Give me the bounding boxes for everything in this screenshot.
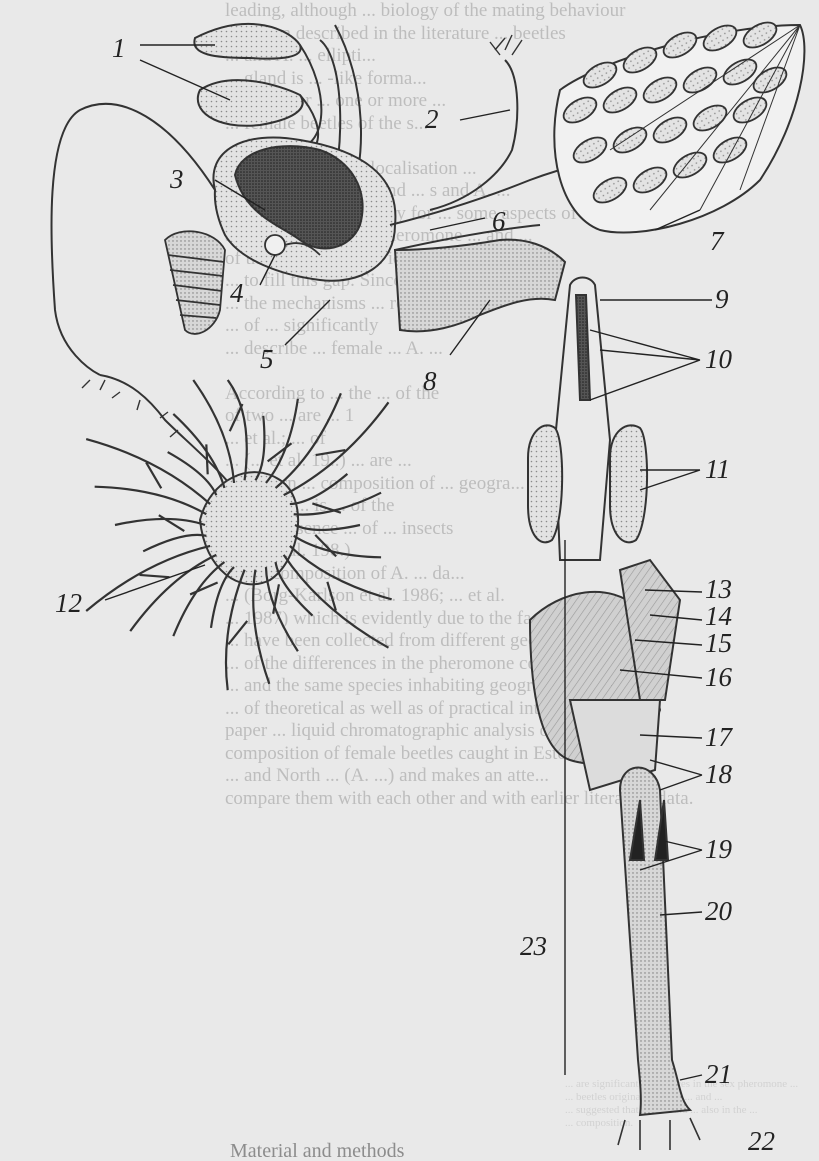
ovipositor [528, 278, 700, 1151]
label-21: 21 [705, 1059, 732, 1089]
label-3: 3 [169, 164, 184, 194]
gland-branch [284, 402, 389, 495]
gland-subbranch [268, 443, 292, 461]
gland-branch [295, 525, 360, 530]
oviduct [395, 240, 565, 332]
gland-branch [294, 536, 381, 558]
gland-branch [95, 487, 207, 515]
label-22: 22 [748, 1126, 775, 1156]
gland-subbranch [159, 515, 184, 531]
label-12: 12 [55, 588, 82, 618]
gland-subbranch [146, 462, 161, 488]
label-4: 4 [230, 278, 244, 308]
gland-subbranch [206, 444, 207, 474]
gland-subbranch [315, 535, 336, 557]
label-23: 23 [520, 931, 547, 961]
label-20: 20 [705, 896, 733, 926]
accessory-tube [430, 35, 522, 210]
ovary [554, 17, 804, 232]
gland-branch [115, 519, 205, 525]
branched-gland [86, 380, 391, 690]
label-7: 7 [710, 226, 725, 256]
label-11: 11 [705, 454, 730, 484]
gland-subbranch [228, 621, 247, 644]
label-1: 1 [112, 33, 126, 63]
gland-subbranch [190, 583, 218, 595]
label-5: 5 [260, 344, 274, 374]
gland-branch [255, 416, 264, 481]
label-18: 18 [705, 759, 733, 789]
label-8: 8 [423, 366, 437, 396]
label-15: 15 [705, 628, 732, 658]
label-14: 14 [705, 601, 732, 631]
label-13: 13 [705, 574, 732, 604]
label-6: 6 [492, 206, 506, 236]
label-19: 19 [705, 834, 733, 864]
gland-branch [276, 393, 341, 488]
gland-branch [86, 439, 210, 504]
label-16: 16 [705, 662, 733, 692]
label-2: 2 [425, 104, 439, 134]
label-17: 17 [705, 722, 734, 752]
gland-branch [290, 474, 348, 504]
gland-branch [226, 570, 245, 690]
gland-branch [253, 570, 269, 684]
label-9: 9 [715, 284, 729, 314]
label-10: 10 [705, 344, 733, 374]
gland-subbranch [140, 575, 170, 577]
